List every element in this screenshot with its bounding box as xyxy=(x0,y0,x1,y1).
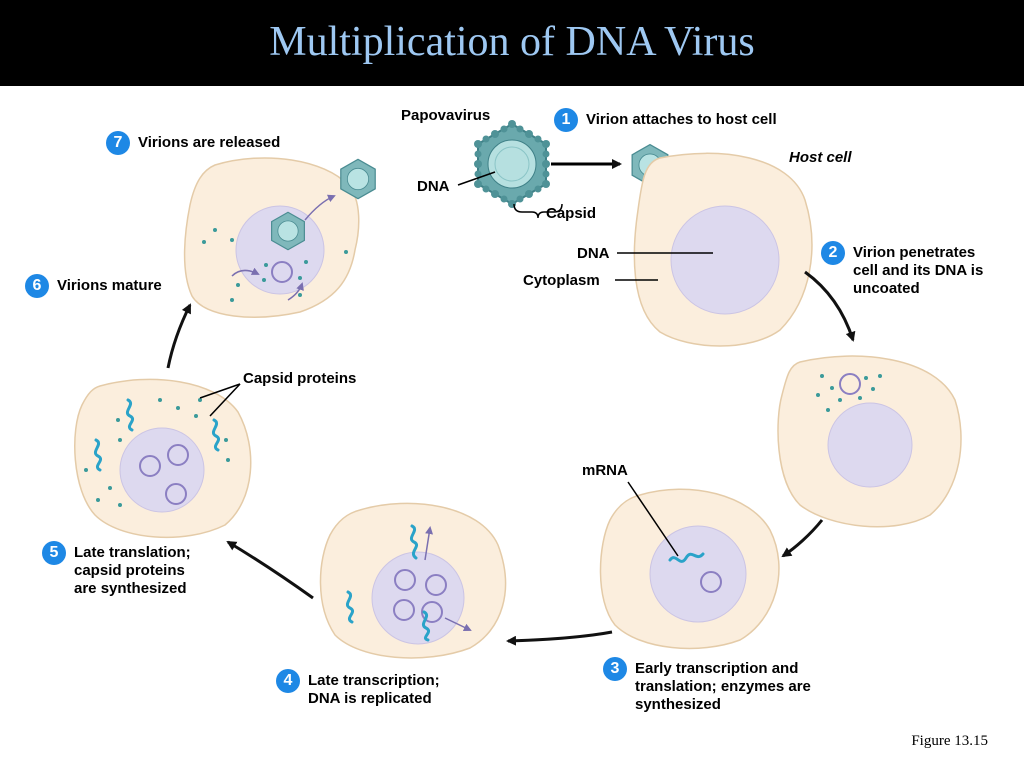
papovavirus-label: Papovavirus xyxy=(401,107,491,124)
capsid-protein-dot-icon xyxy=(202,228,348,302)
dna-leader-line xyxy=(457,171,496,186)
step-number-badge: 2 xyxy=(821,241,845,265)
mrna-strand-icon xyxy=(345,524,430,642)
step-2: 2 Virion penetrates cell and its DNA is … xyxy=(821,241,984,298)
cell-step-4 xyxy=(319,502,507,659)
step-number-badge: 6 xyxy=(25,274,49,298)
dna-circle-icon xyxy=(393,569,447,623)
cell-step-2 xyxy=(777,355,962,528)
papovavirus-virion-icon xyxy=(474,120,550,208)
step-text: Virions are released xyxy=(138,134,281,151)
capsid-bracket xyxy=(513,203,563,219)
step-text: Virion penetrates cell and its DNA is un… xyxy=(853,244,984,297)
step-1: 1 Virion attaches to host cell xyxy=(554,108,777,132)
step-text: Late translation; capsid proteins are sy… xyxy=(74,544,191,597)
step-6: 6 Virions mature xyxy=(25,274,162,298)
arrow-step-5-to-6 xyxy=(166,303,192,369)
capsid-proteins-leader xyxy=(199,383,241,399)
step-text: Virion attaches to host cell xyxy=(586,111,777,128)
capsid-proteins-leader xyxy=(209,383,241,417)
step-number-badge: 4 xyxy=(276,669,300,693)
step-3: 3 Early transcription and translation; e… xyxy=(603,657,811,714)
arrow-step-4-to-5 xyxy=(226,540,314,600)
step-text: Early transcription and translation; enz… xyxy=(635,660,811,713)
capsid-proteins-label: Capsid proteins xyxy=(243,370,357,387)
dna-circle-icon xyxy=(700,571,722,593)
arrow-step-3-to-4 xyxy=(506,630,613,646)
mrna-label: mRNA xyxy=(582,462,628,479)
step-number-badge: 7 xyxy=(106,131,130,155)
dna-circle-icon xyxy=(839,373,861,395)
cell-step-3 xyxy=(599,488,780,650)
host-cell-label: Host cell xyxy=(789,149,852,166)
dna-virion-label: DNA xyxy=(417,178,450,195)
cytoplasm-label: Cytoplasm xyxy=(523,272,600,289)
dna-circle-icon xyxy=(139,444,189,505)
cell-step-5 xyxy=(74,378,252,539)
capsid-protein-dot-icon xyxy=(84,398,230,507)
cycle-arrows xyxy=(166,270,856,646)
page-title: Multiplication of DNA Virus xyxy=(269,19,755,65)
step-4: 4 Late transcription; DNA is replicated xyxy=(276,669,440,708)
step-5: 5 Late translation; capsid proteins are … xyxy=(42,541,191,598)
step-text: Late transcription; DNA is replicated xyxy=(308,672,440,707)
host-cell xyxy=(633,152,813,347)
step-text: Virions mature xyxy=(57,277,162,294)
title-bar xyxy=(0,0,1024,86)
capsid-label: Capsid xyxy=(546,205,597,222)
cell-step-6-7 xyxy=(183,157,376,318)
step-number-badge: 1 xyxy=(554,108,578,132)
capsid-protein-dot-icon xyxy=(816,374,882,412)
step-number-badge: 5 xyxy=(42,541,66,565)
mrna-strand-icon xyxy=(668,552,705,563)
mrna-strand-icon xyxy=(93,398,221,472)
step-number-badge: 3 xyxy=(603,657,627,681)
arrow-step-2-to-3 xyxy=(781,519,824,558)
figure-caption: Figure 13.15 xyxy=(911,733,988,749)
dna-cell-label: DNA xyxy=(577,245,610,262)
virus-cycle-diagram xyxy=(74,120,962,659)
mrna-leader xyxy=(627,481,679,557)
dna-circle-icon xyxy=(271,261,293,283)
arrow-step-1-to-2 xyxy=(804,270,856,342)
step-7: 7 Virions are released xyxy=(106,131,281,155)
